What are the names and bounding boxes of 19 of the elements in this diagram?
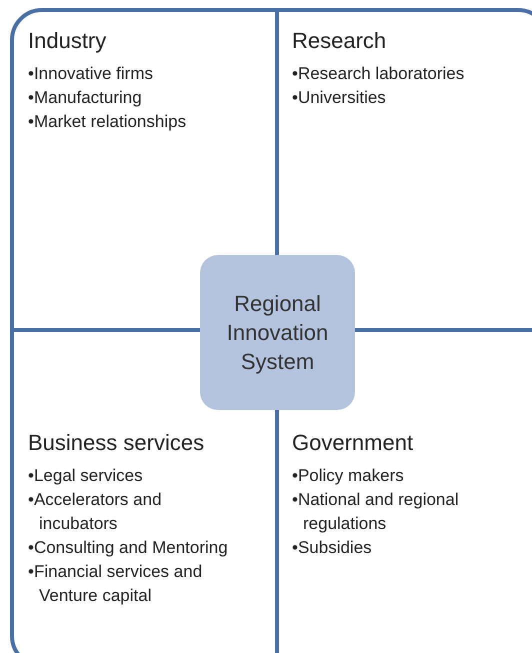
center-label: Regional Innovation System [226, 290, 330, 376]
quadrant-heading: Business services [28, 430, 204, 456]
center-box [200, 255, 355, 410]
quadrant-heading: Industry [28, 28, 106, 54]
list-item: •National and regional regulations [292, 489, 460, 535]
quadrant-heading: Government [292, 430, 414, 456]
quadrant-heading: Research [292, 28, 386, 54]
list-item: •Subsidies [292, 537, 373, 559]
list-item: •Innovative firms [28, 63, 154, 85]
list-item: •Legal services [28, 465, 144, 487]
list-item: •Research laboratories [292, 63, 466, 85]
list-item: •Financial services and Venture capital [28, 561, 204, 607]
frame-outline [10, 8, 532, 653]
list-item: •Market relationships [28, 111, 188, 133]
list-item: •Accelerators and incubators [28, 489, 163, 535]
list-item: •Manufacturing [28, 87, 143, 109]
list-item: •Policy makers [292, 465, 405, 487]
list-item: •Universities [292, 87, 387, 109]
list-item: •Consulting and Mentoring [28, 537, 228, 559]
